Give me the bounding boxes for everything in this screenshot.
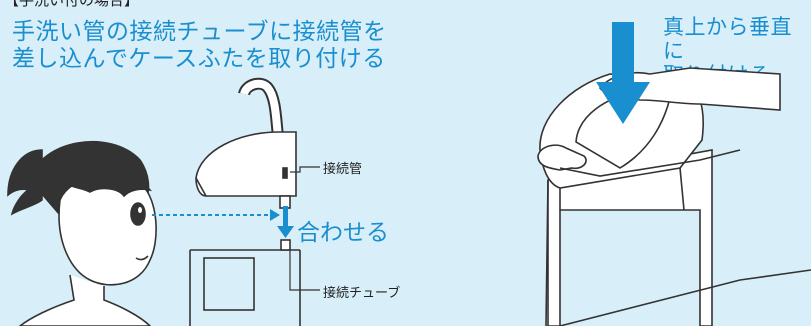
left-instruction-line-1: 手洗い管の接続チューブに接続管を xyxy=(12,19,387,45)
sight-arrowhead xyxy=(270,209,280,221)
align-arrow xyxy=(277,206,294,238)
child-face-illustration xyxy=(7,140,157,326)
left-instruction: 手洗い管の接続チューブに接続管を 差し込んでケースふたを取り付ける xyxy=(12,19,387,73)
connection-tube-label: 接続チューブ xyxy=(323,286,401,301)
cut-off-heading: 【手洗い付の場合】 xyxy=(4,0,140,9)
align-label: 合わせる xyxy=(297,220,389,246)
connection-tube-part xyxy=(280,239,291,251)
vertical-install-arrow xyxy=(596,22,650,124)
tube-leader-line xyxy=(289,250,320,291)
left-instruction-line-2: 差し込んでケースふたを取り付ける xyxy=(12,46,386,72)
connection-pipe-label: 接続管 xyxy=(323,162,363,177)
pipe-leader-line xyxy=(290,166,320,173)
faucet-lid-illustration xyxy=(189,77,301,326)
installation-illustration xyxy=(537,67,811,326)
right-instruction-line-1: 真上から垂直に xyxy=(663,15,792,63)
